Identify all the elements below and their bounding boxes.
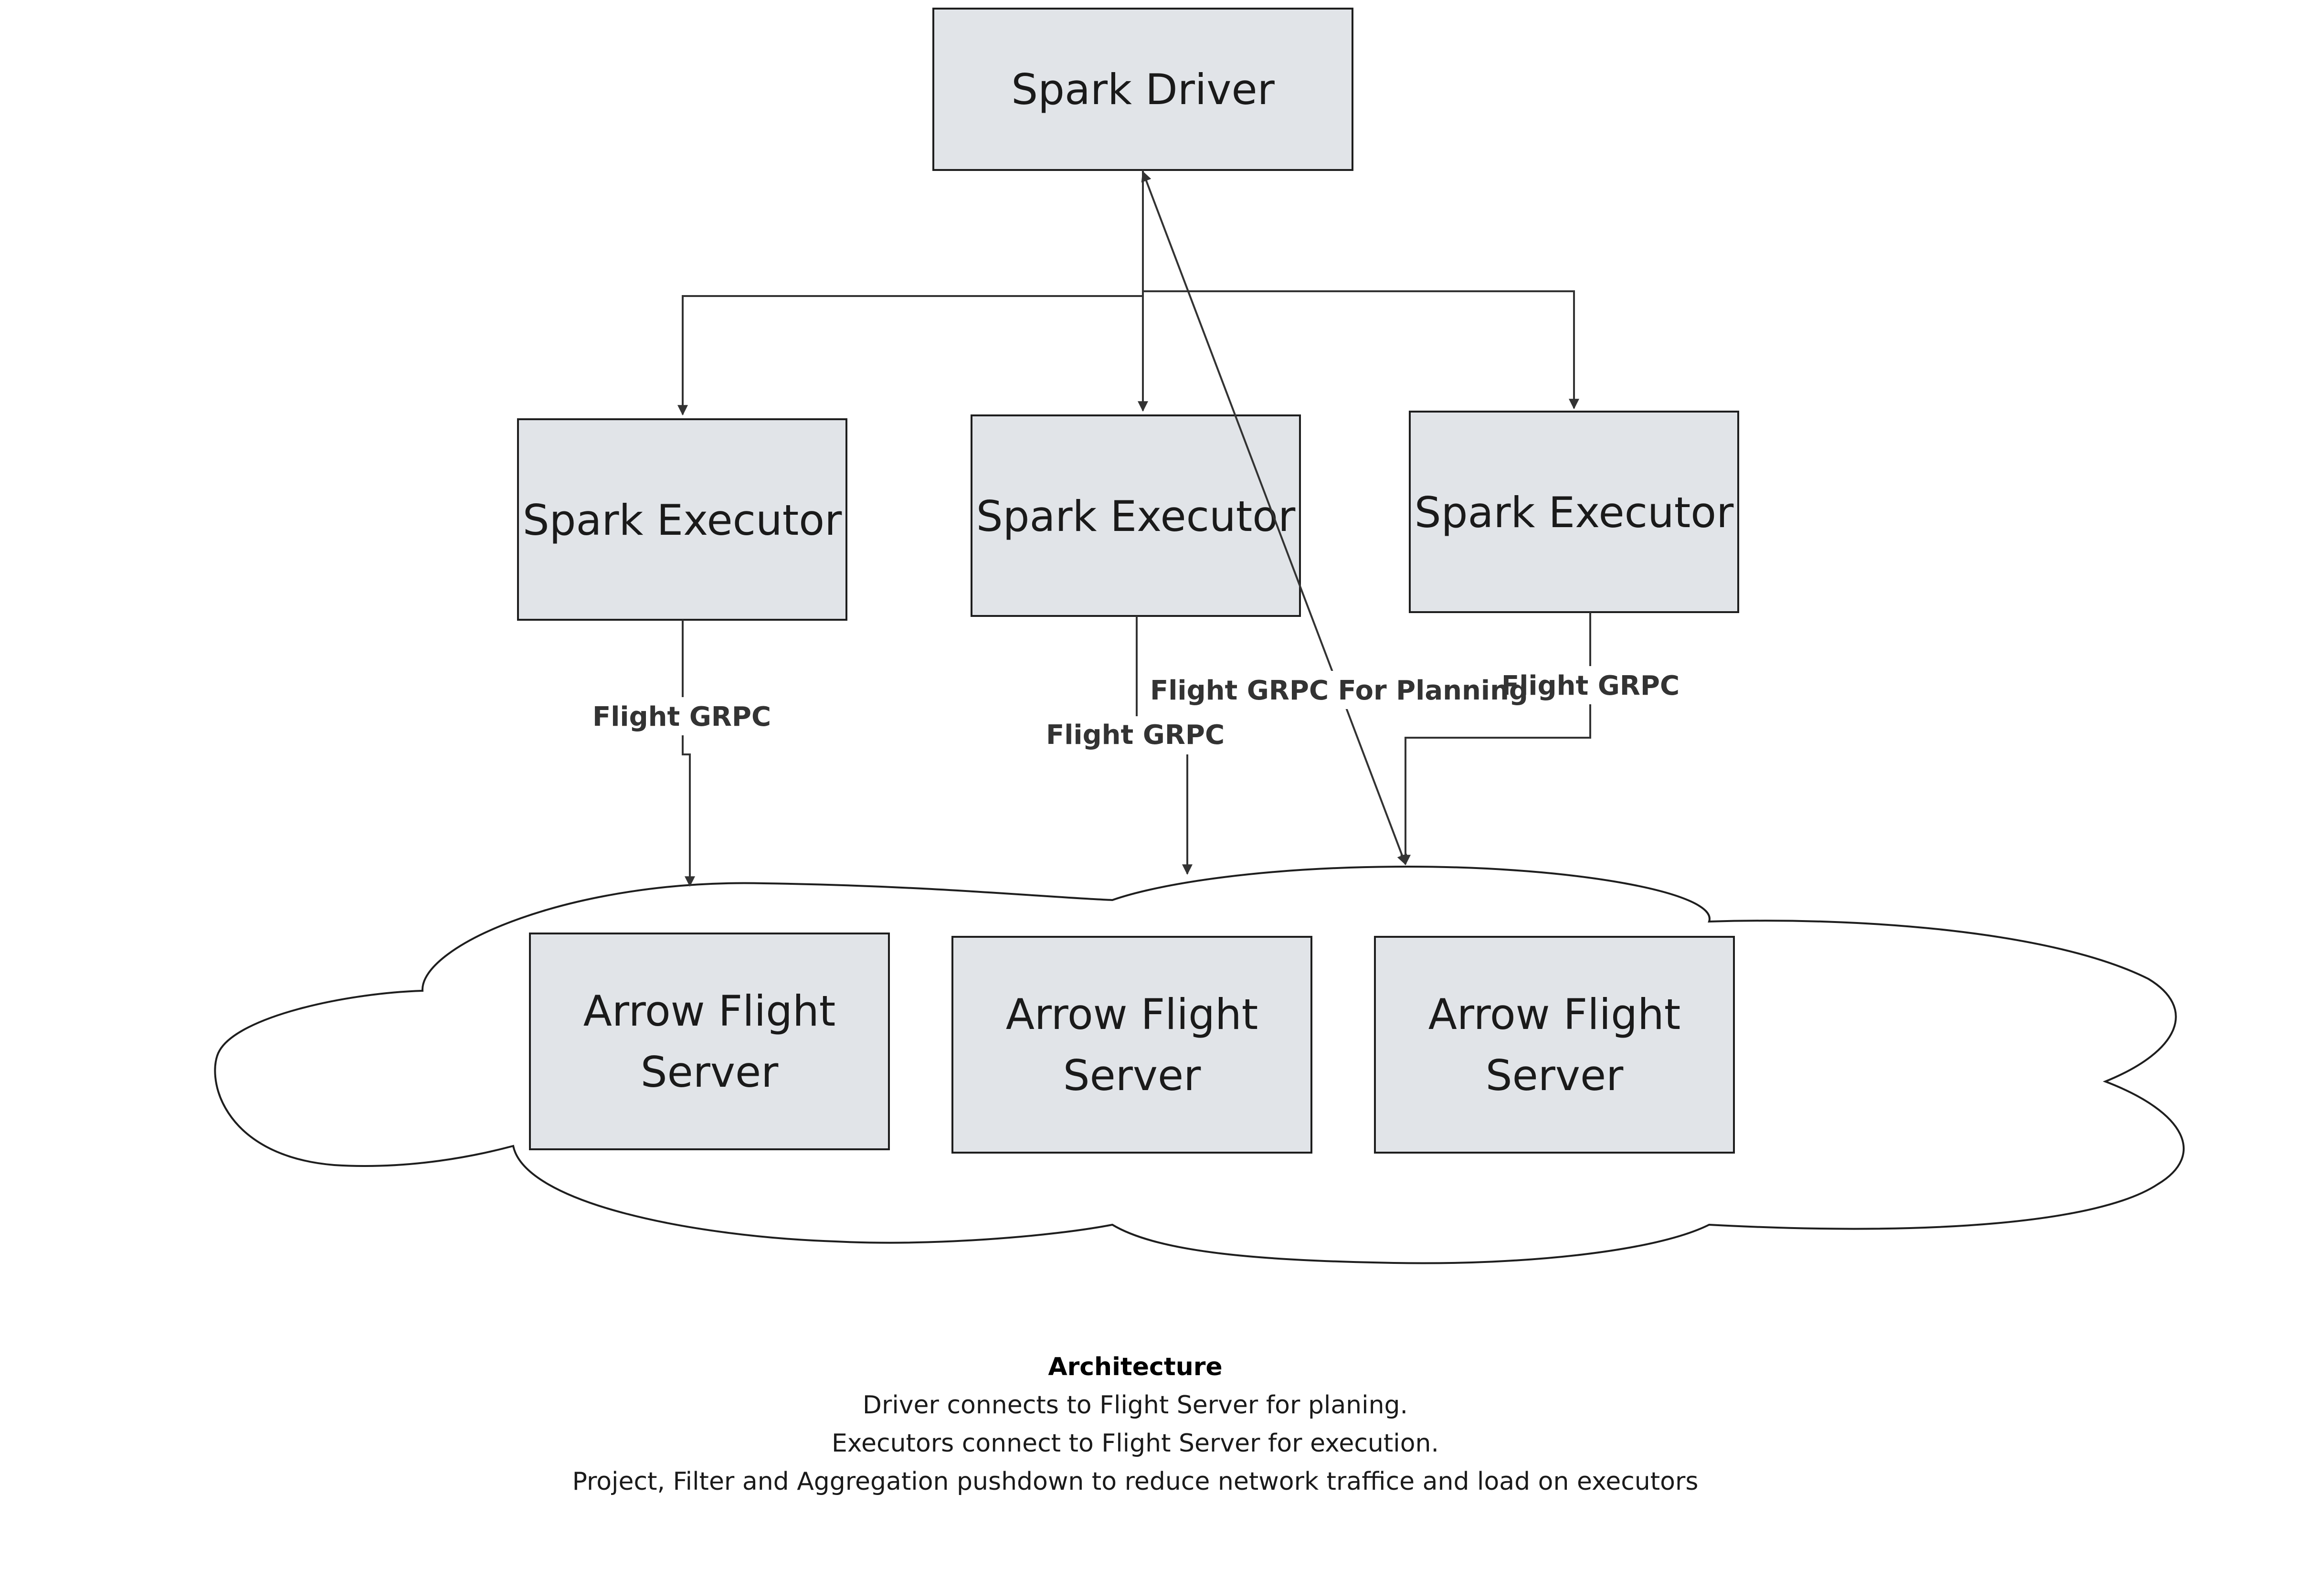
spark-executor-box bbox=[1409, 411, 1739, 613]
spark-executor-label: Spark Executor bbox=[1415, 488, 1734, 537]
driver-to-executor-1-line bbox=[677, 170, 1144, 416]
edge-label-planning: Flight GRPC For Planning bbox=[1150, 675, 1528, 706]
arrow-flight-server-label-line2: Server bbox=[1063, 1051, 1201, 1100]
arrow-flight-server-box bbox=[529, 933, 890, 1150]
spark-executor-node-3: Spark Executor bbox=[1409, 411, 1739, 613]
architecture-caption: Architecture Driver connects to Flight S… bbox=[572, 1353, 1699, 1496]
executor-3-to-cloud-line bbox=[1400, 612, 1591, 866]
spark-executor-node-1: Spark Executor bbox=[517, 418, 847, 621]
driver-to-executor-3-line bbox=[1143, 290, 1579, 410]
planning-connector-line bbox=[1141, 170, 1407, 866]
spark-driver-box bbox=[932, 8, 1353, 171]
edge-label-bg bbox=[1055, 716, 1217, 754]
arrow-flight-server-box bbox=[951, 936, 1312, 1154]
spark-executor-box bbox=[517, 418, 847, 621]
arrow-flight-server-label-line2: Server bbox=[641, 1048, 779, 1097]
edge-label-executor-2: Flight GRPC bbox=[1046, 720, 1225, 751]
arrow-flight-server-node-2: Arrow Flight Server bbox=[951, 936, 1312, 1154]
spark-executor-node-2: Spark Executor bbox=[971, 414, 1301, 617]
spark-driver-node: Spark Driver bbox=[932, 8, 1353, 171]
caption-line: Project, Filter and Aggregation pushdown… bbox=[572, 1467, 1699, 1496]
arrow-flight-server-node-3: Arrow Flight Server bbox=[1374, 936, 1735, 1154]
edge-label-executor-1: Flight GRPC bbox=[592, 701, 771, 732]
edge-label-bg bbox=[1511, 666, 1673, 704]
arrow-flight-server-label-line1: Arrow Flight bbox=[583, 986, 836, 1036]
arrow-flight-server-label-line1: Arrow Flight bbox=[1006, 990, 1258, 1039]
arrow-flight-server-label-line2: Server bbox=[1486, 1051, 1624, 1100]
edge-label-bg bbox=[602, 697, 764, 735]
arrow-flight-server-box bbox=[1374, 936, 1735, 1154]
arrow-flight-server-node-1: Arrow Flight Server bbox=[529, 933, 890, 1150]
arrow-flight-server-label-line1: Arrow Flight bbox=[1428, 990, 1681, 1039]
spark-executor-label: Spark Executor bbox=[976, 492, 1296, 541]
caption-title: Architecture bbox=[1048, 1353, 1222, 1381]
caption-line: Executors connect to Flight Server for e… bbox=[832, 1429, 1439, 1458]
driver-executor-connectors bbox=[677, 170, 1579, 416]
edge-label-executor-3: Flight GRPC bbox=[1501, 670, 1680, 701]
caption-line: Driver connects to Flight Server for pla… bbox=[863, 1391, 1408, 1420]
spark-executor-label: Spark Executor bbox=[523, 496, 842, 545]
spark-driver-label: Spark Driver bbox=[1011, 65, 1275, 114]
edge-label-bg bbox=[1174, 671, 1504, 709]
executor-1-to-cloud-line bbox=[682, 620, 695, 887]
